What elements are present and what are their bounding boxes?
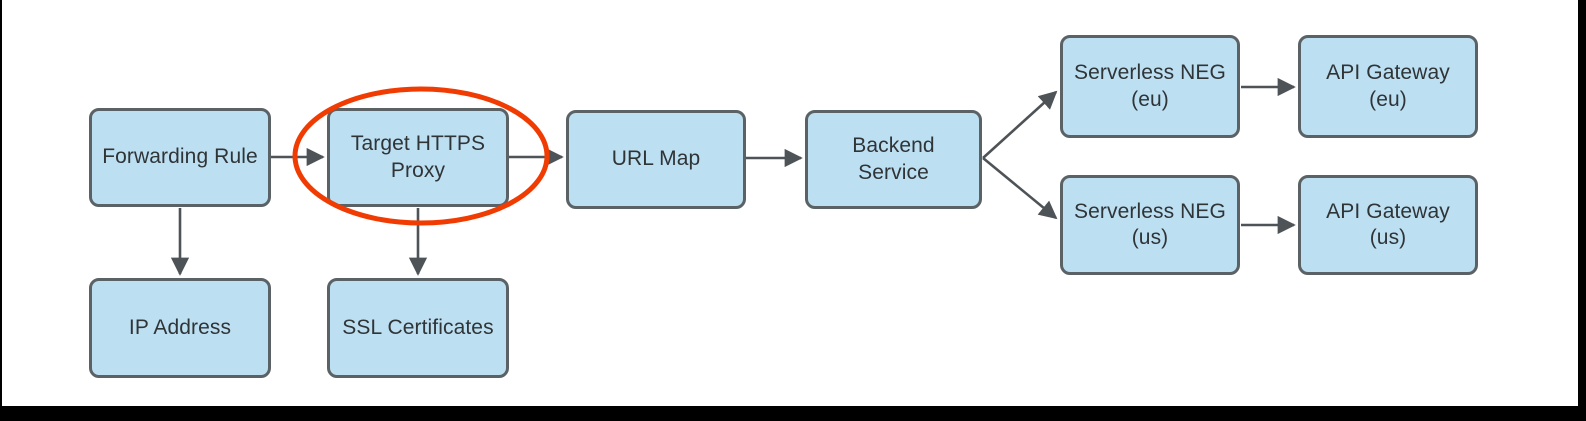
node-forwarding-rule[interactable]: Forwarding Rule: [89, 108, 271, 207]
window-border-right: [1578, 0, 1586, 421]
node-label-backend-service: Backend Service: [852, 134, 935, 184]
node-label-forwarding-rule: Forwarding Rule: [102, 145, 258, 169]
node-ssl-certificates[interactable]: SSL Certificates: [327, 278, 509, 378]
node-label-ssl-certificates: SSL Certificates: [342, 315, 494, 339]
node-target-https-proxy[interactable]: Target HTTPS Proxy: [327, 108, 509, 207]
node-label-ip-address: IP Address: [128, 315, 232, 339]
node-backend-service[interactable]: Backend Service: [805, 110, 982, 209]
node-label-serverless-neg-us: Serverless NEG (us): [1074, 199, 1226, 249]
node-ip-address[interactable]: IP Address: [89, 278, 271, 378]
node-label-serverless-neg-eu: Serverless NEG (eu): [1074, 61, 1226, 111]
window-border-bottom: [0, 406, 1586, 421]
edge-backend-to-neg-eu: [982, 90, 1058, 159]
node-label-api-gateway-us: API Gateway (us): [1326, 199, 1450, 249]
node-serverless-neg-us[interactable]: Serverless NEG (us): [1060, 175, 1240, 275]
node-label-target-https-proxy: Target HTTPS Proxy: [350, 132, 486, 182]
node-api-gateway-eu[interactable]: API Gateway (eu): [1298, 35, 1478, 138]
node-label-url-map: URL Map: [611, 147, 701, 171]
node-api-gateway-us[interactable]: API Gateway (us): [1298, 175, 1478, 275]
node-url-map[interactable]: URL Map: [566, 110, 746, 209]
edge-backend-to-neg-us: [982, 156, 1058, 220]
node-label-api-gateway-eu: API Gateway (eu): [1326, 61, 1450, 111]
window-border-left: [0, 0, 2, 421]
node-serverless-neg-eu[interactable]: Serverless NEG (eu): [1060, 35, 1240, 138]
